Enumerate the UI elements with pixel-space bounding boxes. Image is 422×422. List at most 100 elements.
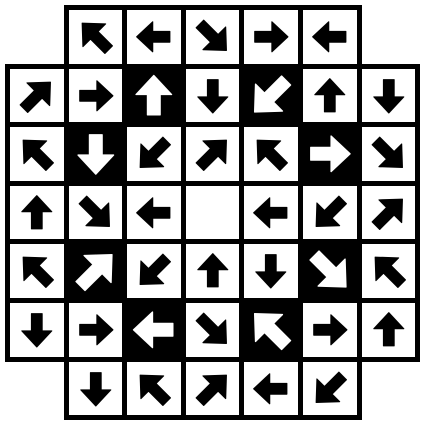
board-cell-r3-c5[interactable] [303,185,357,240]
board-cell-r3-c1[interactable] [68,185,123,240]
arrow-shape [79,371,111,407]
board-cell-r1-c3[interactable] [185,68,240,123]
board-cell-r4-c6[interactable] [361,244,416,298]
arrow-down-left-icon [315,195,348,227]
board-cell-r0-c1[interactable] [68,10,123,64]
arrow-shape [195,374,227,406]
board-cell-r2-c3[interactable] [185,127,240,181]
arrow-up-left-icon [81,22,113,55]
arrow-left-icon [253,372,288,404]
arrow-shape [136,21,171,53]
arrow-up-left-icon [374,257,406,289]
board-cell-r3-c4[interactable] [244,185,298,240]
arrow-right-icon [78,314,114,346]
arrow-down-right-icon [195,312,227,344]
board-cell-r5-c6[interactable] [361,303,416,357]
arrow-up-left-icon [257,139,289,172]
arrow-shape [253,372,288,404]
arrow-up-icon [197,253,229,288]
arrow-shape [139,253,172,286]
board-cell-r6-c4[interactable] [244,361,298,416]
board-cell-r3-c0[interactable] [10,185,64,240]
arrow-down-right-icon [371,136,403,169]
board-cell-r1-c6[interactable] [361,68,416,123]
board-cell-r0-c4[interactable] [244,10,298,64]
arrow-down-left-icon [254,74,292,113]
board-cell-r6-c2[interactable] [127,361,181,416]
arrow-shape [254,74,292,113]
arrow-down-left-icon [139,136,172,169]
board-cell-r4-c1[interactable] [63,239,128,303]
arrow-shape [195,19,227,51]
arrow-left-icon [312,21,347,53]
arrow-shape [372,78,404,114]
board-cell-r4-c0[interactable] [10,244,64,298]
board-cell-r1-c4[interactable] [239,63,303,128]
arrow-shape [81,22,113,55]
arrow-left-icon [132,311,174,349]
board-cell-r3-c2[interactable] [127,185,181,240]
arrow-right-icon [313,314,348,346]
board-cell-r2-c2[interactable] [127,127,181,181]
arrow-shape [135,74,173,116]
board-cell-r2-c0[interactable] [10,127,64,181]
arrow-down-right-icon [309,250,347,289]
board-cell-r5-c4[interactable] [239,298,303,362]
arrow-shape [254,21,289,53]
arrow-shape [78,314,114,346]
arrow-shape [315,195,348,227]
board-cell-r0-c2[interactable] [127,10,181,64]
board-cell-r3-c6[interactable] [361,185,416,240]
arrow-shape [22,257,55,289]
arrow-down-icon [21,313,53,348]
board-cell-r4-c4[interactable] [244,244,298,298]
board-cell-r4-c3[interactable] [185,244,240,298]
board-cell-r6-c1[interactable] [68,361,123,416]
arrow-right-icon [78,79,114,111]
board-cell-r5-c0[interactable] [10,303,64,357]
board-cell-r2-c4[interactable] [244,127,298,181]
board-cell-r4-c2[interactable] [127,244,181,298]
board-cell-r2-c5[interactable] [298,122,362,186]
arrow-shape [310,135,351,173]
board-cell-r5-c3[interactable] [185,303,240,357]
arrow-down-icon [197,78,229,114]
board-cell-r5-c5[interactable] [303,303,357,357]
arrow-shape [139,374,172,406]
arrow-down-icon [79,371,111,407]
board-cell-r0-c5[interactable] [303,10,357,64]
board-cell-r0-c3[interactable] [185,10,240,64]
arrow-shape [312,21,347,53]
board-cell-r1-c5[interactable] [303,68,357,123]
board-cell-r2-c6[interactable] [361,127,416,181]
arrow-shape [78,79,114,111]
arrow-shape [19,81,51,113]
arrow-shape [374,257,406,289]
arrow-shape [78,195,110,227]
board-cell-r5-c2[interactable] [122,298,186,362]
board-cell-r6-c3[interactable] [185,361,240,416]
arrow-shape [257,139,289,172]
arrow-shape [253,197,288,229]
arrow-shape [195,139,227,172]
board-cell-r4-c5[interactable] [298,239,362,303]
arrow-shape [136,197,171,229]
board-cell-r6-c5[interactable] [303,361,357,416]
arrow-shape [139,136,172,169]
arrow-up-left-icon [22,139,55,172]
board-cell-r1-c1[interactable] [68,68,123,123]
arrow-left-icon [136,21,171,53]
arrow-shape [76,134,114,175]
board-cell-r3-c3[interactable] [185,185,240,240]
arrow-down-icon [76,134,114,175]
arrow-up-icon [21,194,53,230]
board-cell-r2-c1[interactable] [63,122,128,186]
arrow-up-right-icon [195,139,227,172]
board-cell-r5-c1[interactable] [68,303,123,357]
board-cell-r1-c2[interactable] [122,63,186,128]
arrow-shape [197,253,229,288]
board-cell-r1-c0[interactable] [10,68,64,123]
arrow-right-icon [310,135,351,173]
arrow-shape [371,136,403,169]
